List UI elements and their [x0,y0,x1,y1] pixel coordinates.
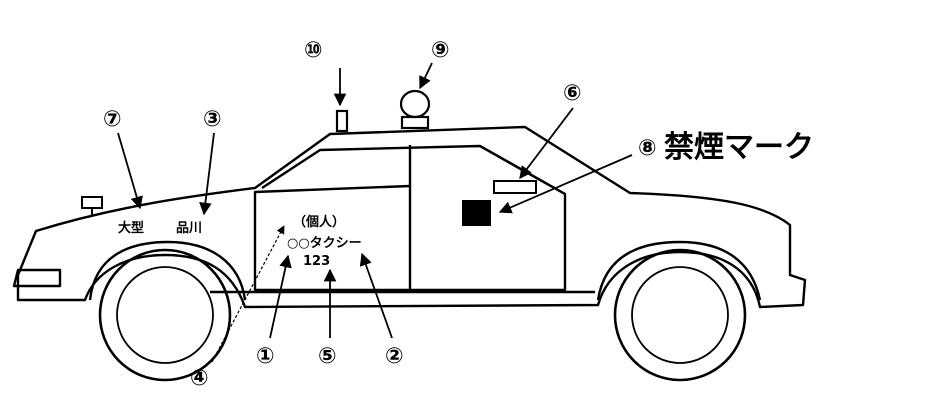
arrow-4 [211,225,285,363]
hood-lamp [81,196,103,216]
arrow-1 [269,254,292,339]
company-name-text: ○○タクシー [287,236,362,251]
label-10: ⑩ [304,38,323,63]
rear-wheel-arch [596,240,762,301]
front-bumper [12,268,62,288]
size-class-text: 大型 [118,220,144,236]
window-sticker [493,180,537,194]
label-3: ③ [203,107,222,132]
arrow-3 [199,132,215,216]
arrow-8 [498,154,633,214]
label-2: ② [385,344,404,369]
label-8: ⑧ [638,136,657,161]
label-7: ⑦ [103,107,122,132]
no-smoking-mark-label: 禁煙マーク [664,130,814,165]
label-4: ④ [190,366,209,391]
front-wheel-arch [88,240,247,301]
rear-wheel [613,248,747,382]
label-9: ⑨ [431,38,450,63]
roof-antenna [335,109,349,133]
arrow-2 [359,252,393,339]
callout-arrows [117,62,633,363]
roof-lamp [399,89,431,130]
car-body-outline [16,125,807,309]
label-6: ⑥ [563,81,582,106]
region-text: 品川 [176,221,202,236]
arrow-9 [419,62,433,90]
roof-line [261,144,566,196]
no-smoking-mark-box [462,200,491,226]
individual-text: （個人） [293,214,345,230]
front-wheel [98,248,232,382]
car-number-text: 123 [303,254,330,269]
arrow-7 [117,132,143,210]
label-5: ⑤ [318,344,337,369]
arrow-6 [519,107,574,180]
ground-mask [0,385,925,403]
label-1: ① [256,344,275,369]
